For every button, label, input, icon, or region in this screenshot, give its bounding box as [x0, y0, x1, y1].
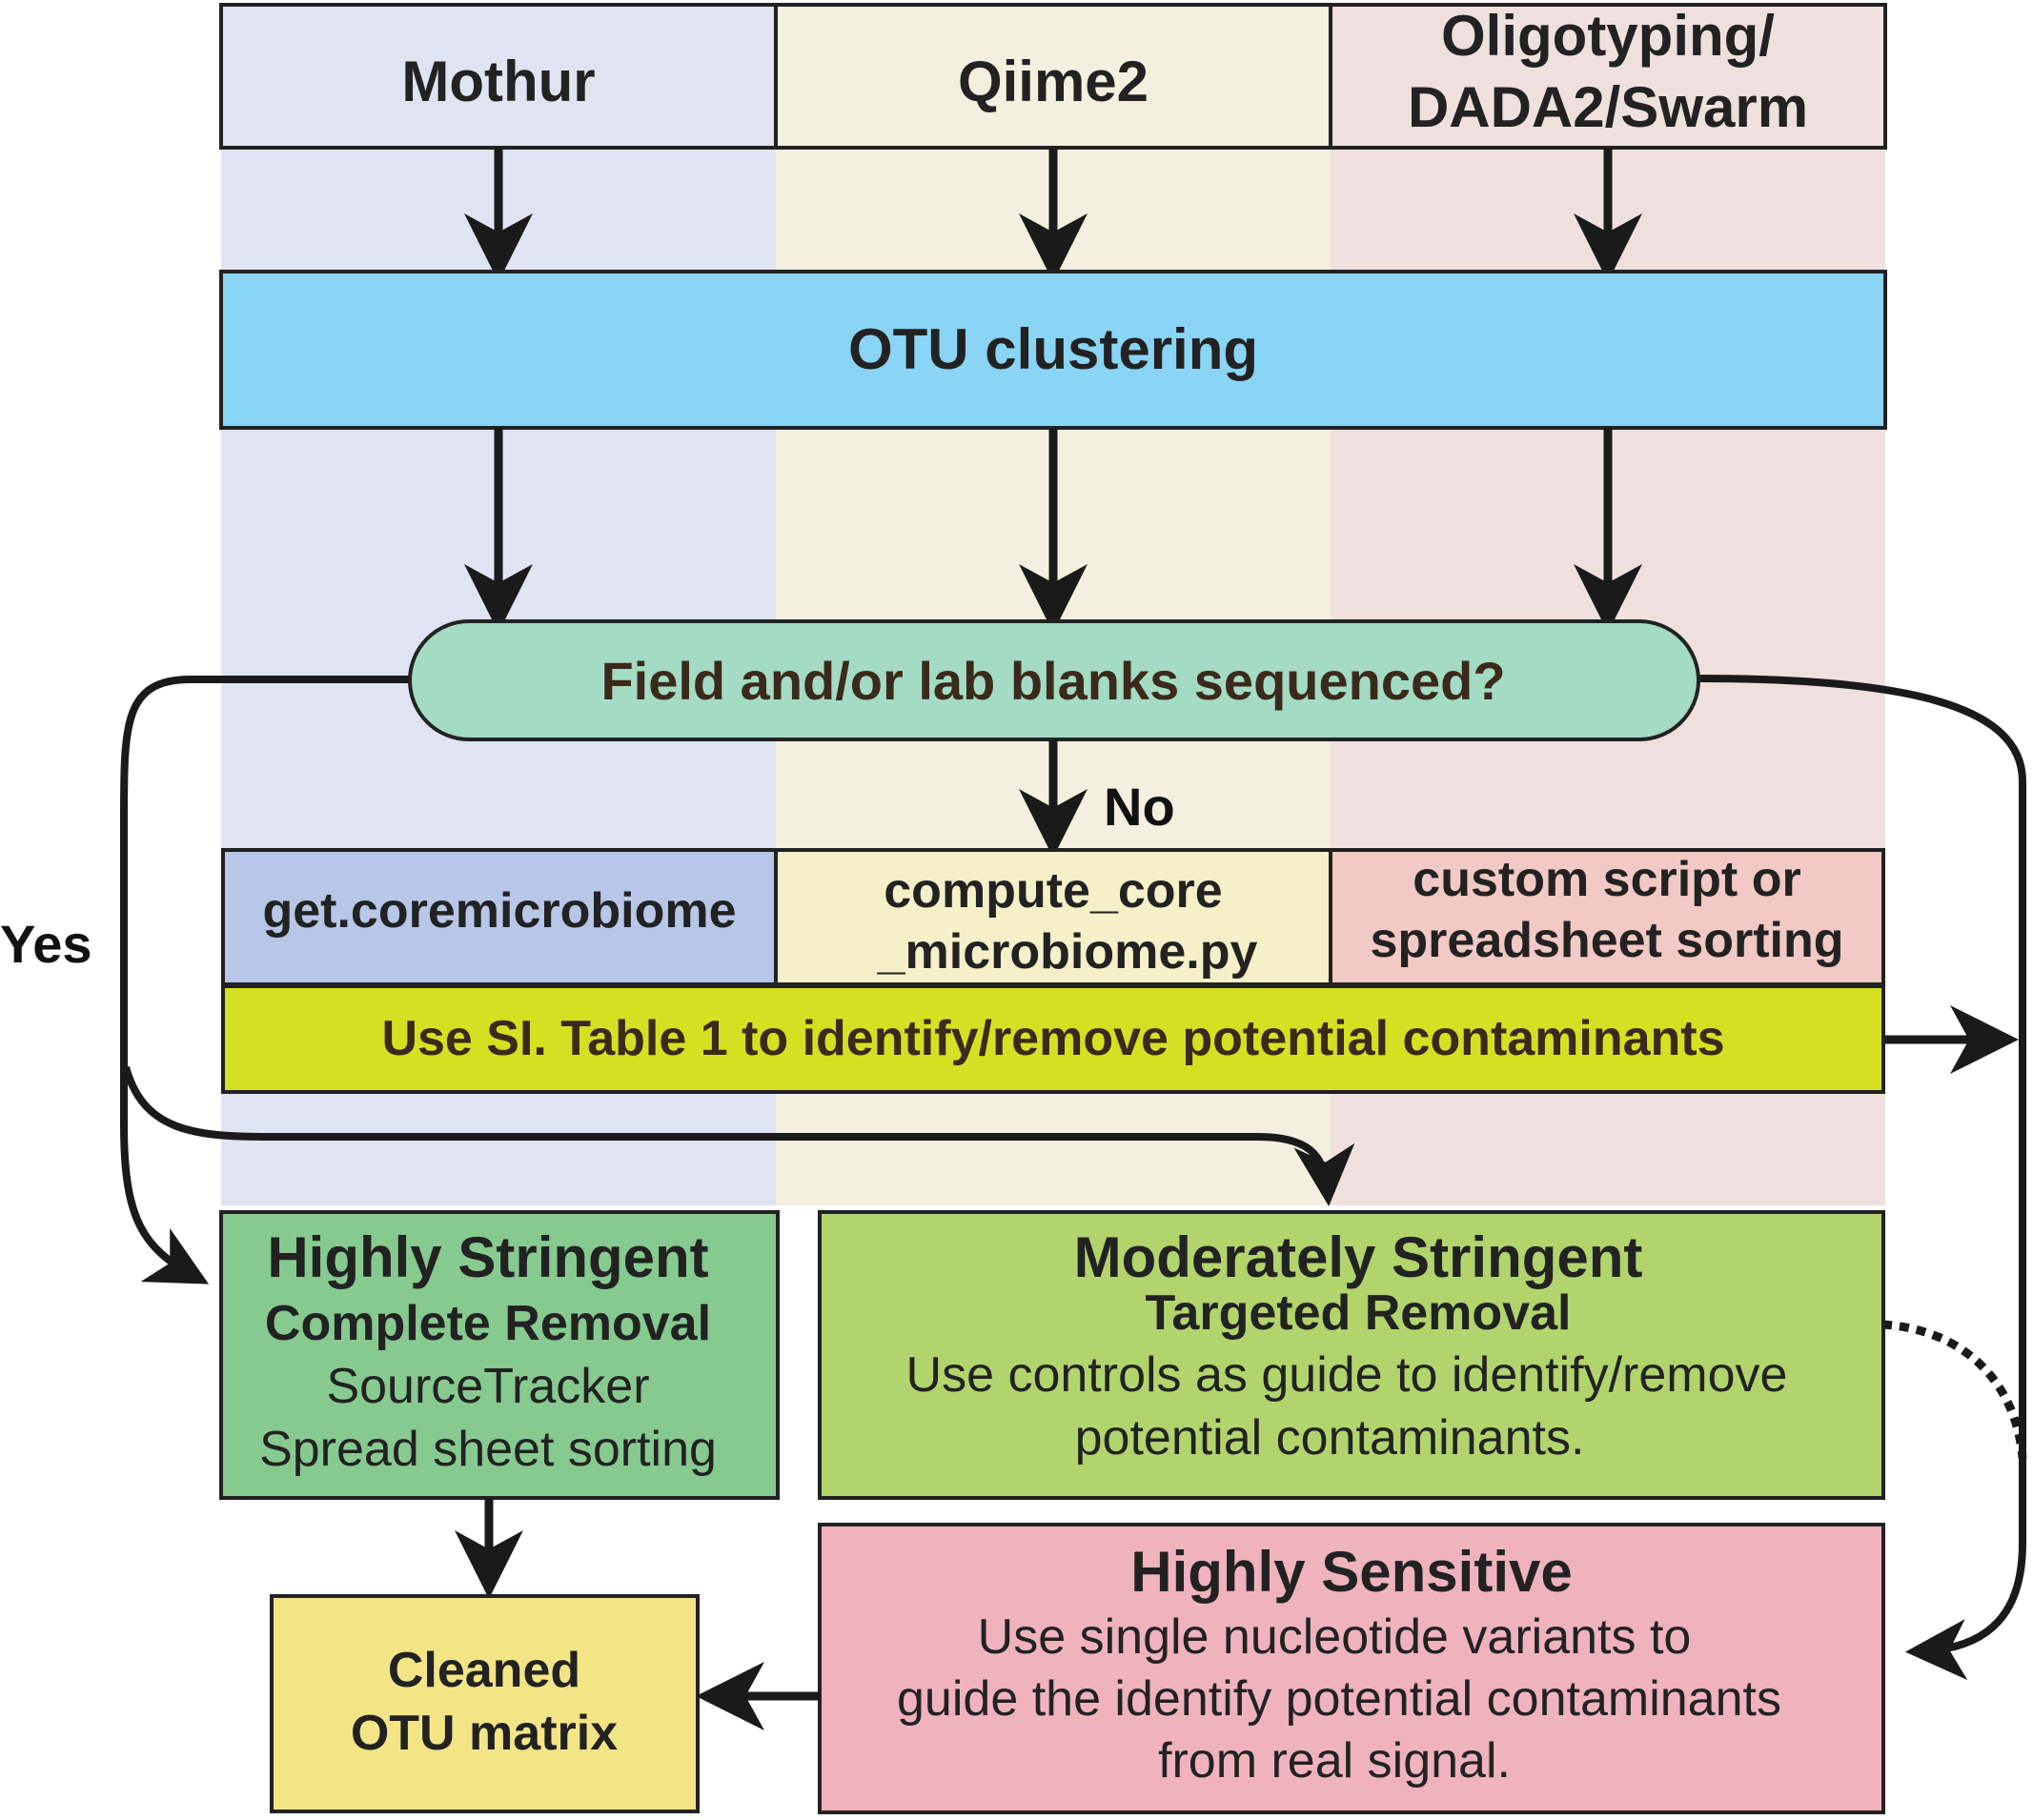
custom-script-box — [1329, 848, 1885, 986]
moderately-stringent-title: Moderately Stringent — [1074, 1225, 1643, 1289]
compute-core-label-line2: _microbiome.py — [877, 924, 1258, 980]
get-coremicrobiome-box — [221, 848, 778, 986]
qiime2-label: Qiime2 — [958, 50, 1149, 113]
dotted-link-moderate-to-sensitive — [1881, 1320, 2027, 1459]
highly-stringent-title: Highly Stringent — [267, 1225, 708, 1289]
otu-clustering-label: OTU clustering — [848, 317, 1258, 381]
blanks-decision-label: Field and/or lab blanks sequenced? — [600, 651, 1505, 711]
cleaned-otu-matrix-box — [270, 1594, 700, 1813]
mothur-label: Mothur — [401, 50, 595, 113]
yes-label: Yes — [0, 914, 92, 974]
highly-stringent-box — [219, 1210, 780, 1500]
moderately-stringent-box — [818, 1210, 1885, 1500]
compute-core-label-line1: compute_core — [884, 863, 1222, 919]
no-label: No — [1104, 777, 1175, 837]
si-table-label: Use SI. Table 1 to identify/remove poten… — [381, 1011, 1724, 1066]
cleaned-label-line2: OTU matrix — [351, 1706, 618, 1761]
highly-sensitive-line2: guide the identify potential contaminant… — [897, 1671, 1781, 1727]
yes-path-to-moderately-stringent — [122, 1065, 1355, 1206]
highly-stringent-line1: SourceTracker — [326, 1359, 649, 1414]
oligotyping-label-line1: Oligotyping/ — [1441, 4, 1775, 68]
highly-sensitive-box — [818, 1523, 1885, 1814]
path-to-highly-sensitive — [1698, 675, 2026, 1681]
highly-stringent-subtitle: Complete Removal — [265, 1296, 711, 1351]
custom-script-label-line1: custom script or — [1413, 852, 1800, 907]
custom-script-label-line2: spreadsheet sorting — [1370, 913, 1843, 968]
highly-sensitive-title: Highly Sensitive — [1130, 1540, 1572, 1604]
moderately-stringent-line2: potential contaminants. — [1075, 1410, 1585, 1466]
si-table-box — [221, 984, 1885, 1094]
get-coremicrobiome-label: get.coremicrobiome — [262, 883, 736, 939]
moderately-stringent-subtitle: Targeted Removal — [1146, 1285, 1572, 1341]
yes-path-to-highly-stringent — [120, 676, 410, 1284]
highly-sensitive-line3: from real signal. — [1158, 1733, 1511, 1789]
oligotyping-label-line2: DADA2/Swarm — [1408, 75, 1808, 139]
highly-sensitive-line1: Use single nucleotide variants to — [978, 1609, 1692, 1665]
moderately-stringent-line1: Use controls as guide to identify/remove — [906, 1347, 1788, 1403]
cleaned-label-line1: Cleaned — [388, 1643, 580, 1698]
highly-stringent-line2: Spread sheet sorting — [259, 1422, 717, 1477]
